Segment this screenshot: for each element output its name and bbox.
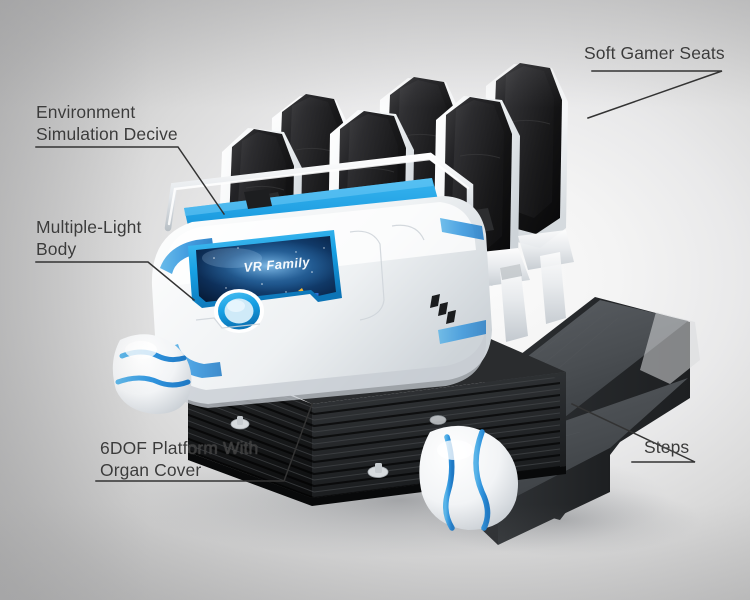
callout-label-environment: Environment Simulation Decive bbox=[36, 102, 178, 145]
callout-label-steps: Steps bbox=[644, 437, 690, 457]
callout-label-multiple-light-body: Multiple-Light Body bbox=[36, 217, 142, 260]
right-support-column bbox=[500, 252, 566, 342]
front-pod-left bbox=[112, 334, 192, 414]
callout-label-soft-gamer-seats: Soft Gamer Seats bbox=[584, 43, 725, 63]
callout-label-6dof-platform: 6DOF Platform With Organ Cover bbox=[100, 438, 259, 481]
gear-rack bbox=[430, 294, 456, 324]
front-pod-right bbox=[419, 425, 518, 531]
multiple-light-body: VR Family bbox=[151, 196, 492, 408]
brand-text: VR Family bbox=[243, 254, 311, 275]
front-round-light bbox=[214, 289, 264, 333]
